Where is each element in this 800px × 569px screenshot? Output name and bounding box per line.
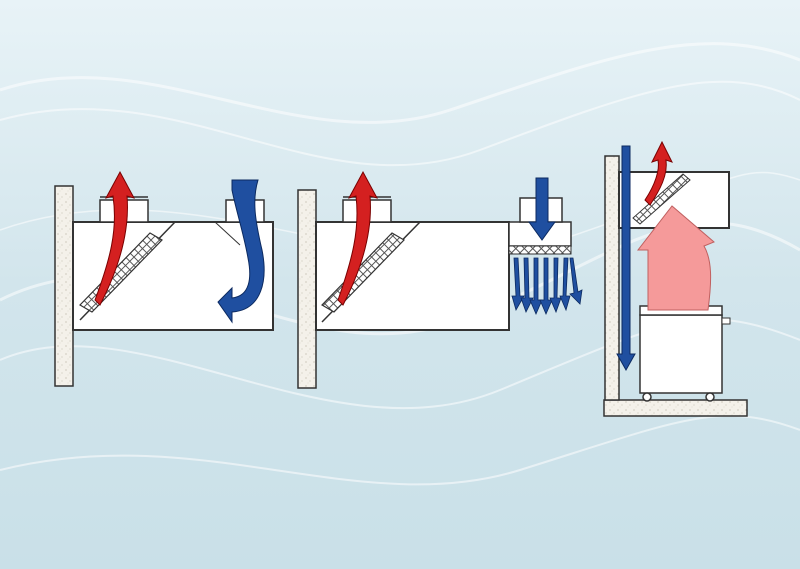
blue-supply-down-arrow-icon <box>528 177 556 241</box>
wall <box>604 155 620 401</box>
hood-with-front-diffuser-supply <box>297 170 583 389</box>
blue-wall-supply-arrow-icon <box>616 145 636 372</box>
red-exhaust-arrow-icon <box>337 170 379 306</box>
cooking-appliance <box>639 314 723 394</box>
thermal-plume-arrow-icon <box>636 205 715 311</box>
caster-wheel <box>705 392 715 402</box>
red-exhaust-arrow-icon <box>94 170 136 306</box>
hood-corner <box>214 221 241 246</box>
hood-body <box>315 221 510 331</box>
grease-filter <box>632 173 691 225</box>
wall <box>297 189 317 389</box>
appliance-knob <box>721 317 731 325</box>
blue-curved-supply-arrow-icon <box>217 179 265 324</box>
wall <box>54 185 74 387</box>
hood-over-cooking-appliance <box>603 140 748 417</box>
diffuser-grille <box>508 245 572 255</box>
floor <box>603 399 748 417</box>
blue-downward-diffuser-arrows-icon <box>511 257 583 316</box>
hood-with-short-circuit-supply <box>54 170 274 387</box>
red-exhaust-arrow-icon <box>644 140 673 206</box>
caster-wheel <box>642 392 652 402</box>
